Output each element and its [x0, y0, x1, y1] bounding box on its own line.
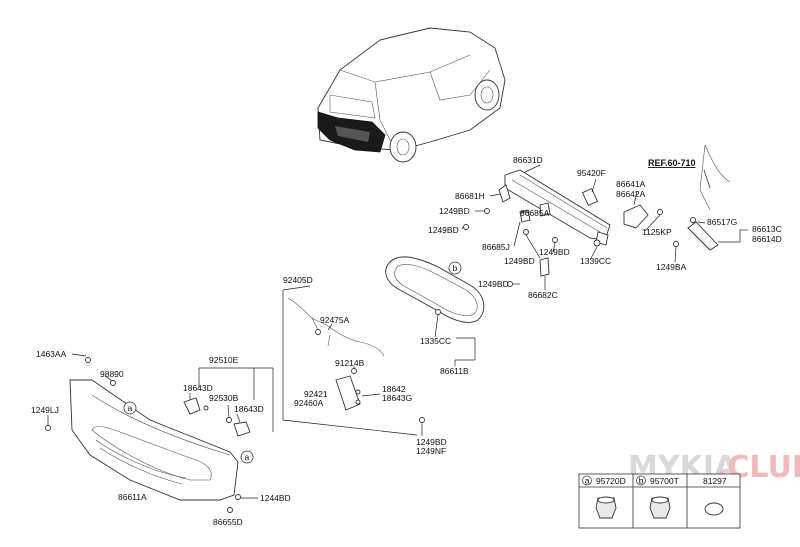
label-92460A: 92460A: [294, 398, 324, 408]
license-lamp-group: [183, 367, 274, 437]
part-labels: 86631D 95420F 86681H 1249BD 86685A 1249B…: [31, 155, 782, 527]
label-92530B: 92530B: [209, 393, 239, 403]
label-86682C: 86682C: [528, 290, 558, 300]
label-98890: 98890: [100, 369, 124, 379]
rear-garnish: [385, 256, 485, 323]
label-1249NF: 1249NF: [416, 446, 446, 456]
label-1249BD-e: 1249BD: [478, 279, 509, 289]
label-1249BD-f: 1249BD: [416, 437, 447, 447]
label-95420F: 95420F: [577, 168, 606, 178]
legend-table: a 95720D b 95700T 81297: [578, 473, 741, 529]
label-91214B: 91214B: [335, 358, 365, 368]
legend-part-95700T: 95700T: [650, 476, 679, 486]
callout-a-2: a: [245, 452, 250, 462]
label-92510E: 92510E: [209, 355, 239, 365]
label-86614D: 86614D: [752, 234, 782, 244]
label-1249BD-c: 1249BD: [539, 247, 570, 257]
wiring-harness: [282, 285, 425, 436]
callout-a: a: [128, 403, 133, 413]
label-1249LJ: 1249LJ: [31, 405, 59, 415]
legend-part-95720D: 95720D: [596, 476, 626, 486]
legend-icon-95700T: [649, 496, 671, 519]
label-18642: 18642: [382, 384, 406, 394]
label-18643D-b: 18643D: [234, 404, 264, 414]
beam-brackets: [463, 184, 601, 287]
label-86681H: 86681H: [455, 191, 485, 201]
leader-lines: [47, 164, 748, 499]
callout-b: b: [453, 263, 458, 273]
sensor-bracket: [623, 204, 663, 229]
label-86655D: 86655D: [213, 517, 243, 527]
callouts: a a b: [123, 261, 462, 464]
bumper-cover: [45, 357, 241, 513]
label-1125KP: 1125KP: [642, 227, 672, 237]
label-86611A: 86611A: [118, 492, 147, 502]
label-ref-60-710[interactable]: REF.60-710: [648, 158, 696, 168]
label-86685A: 86685A: [520, 208, 550, 218]
label-86517G: 86517G: [707, 217, 737, 227]
car-illustration: [317, 27, 506, 163]
label-1244BD: 1244BD: [260, 493, 291, 503]
label-1249BD-a: 1249BD: [439, 206, 470, 216]
legend-part-81297: 81297: [703, 476, 727, 486]
label-86685J: 86685J: [482, 242, 510, 252]
label-1339CC: 1339CC: [580, 256, 611, 266]
legend-letter-b: b: [639, 476, 644, 486]
label-18643D-a: 18643D: [183, 383, 213, 393]
label-1249BA: 1249BA: [656, 262, 687, 272]
legend-icon-95720D: [595, 496, 617, 519]
side-panel-ref: [673, 144, 731, 251]
label-1249BD-d: 1249BD: [504, 256, 535, 266]
label-1249BD-b: 1249BD: [428, 225, 459, 235]
label-92405D: 92405D: [283, 275, 313, 285]
label-86641A: 86641A: [616, 179, 646, 189]
watermark: MYKIA .CLUB: [628, 450, 800, 485]
label-18643G: 18643G: [382, 393, 412, 403]
label-86642A: 86642A: [616, 189, 646, 199]
label-1463AA: 1463AA: [36, 349, 67, 359]
label-86631D: 86631D: [513, 155, 543, 165]
label-1335CC: 1335CC: [420, 336, 451, 346]
label-86611B: 86611B: [440, 366, 469, 376]
label-92421: 92421: [304, 389, 328, 399]
label-92475A: 92475A: [320, 315, 350, 325]
legend-letter-a: a: [585, 476, 590, 486]
label-86613C: 86613C: [752, 224, 782, 234]
legend-icon-81297: [704, 502, 724, 516]
